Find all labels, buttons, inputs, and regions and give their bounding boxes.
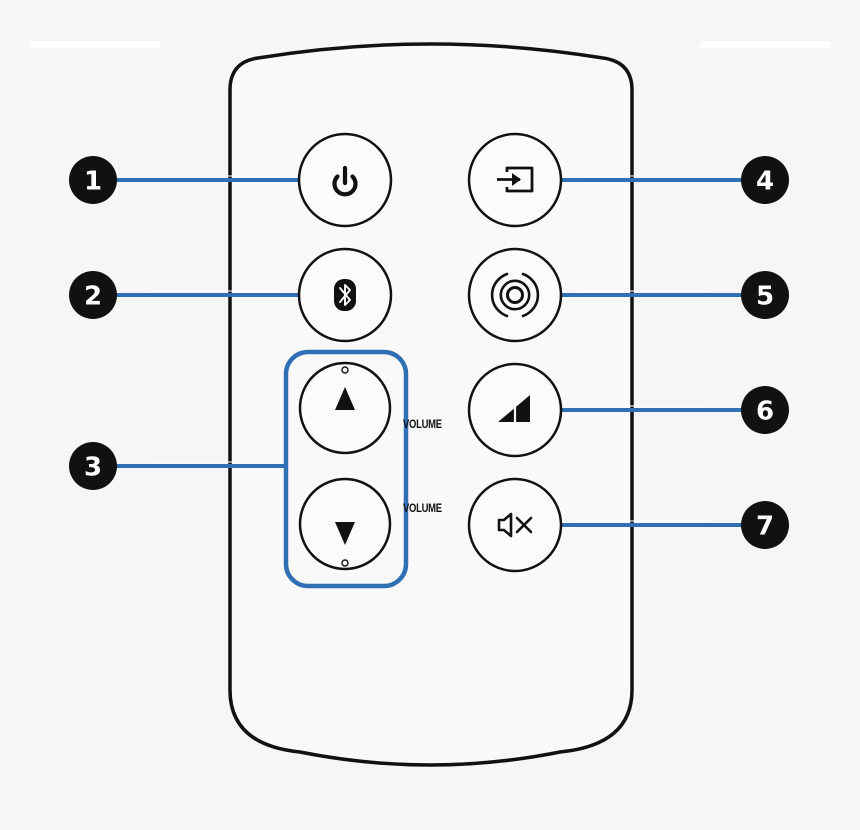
remote-body	[228, 42, 634, 767]
callout-number-3: 3	[84, 453, 102, 483]
signal-button[interactable]	[467, 362, 563, 458]
surround-button[interactable]	[467, 247, 563, 343]
decor-bar-right	[700, 41, 830, 48]
callout-badge-3: 3	[69, 442, 117, 490]
callout-badge-4: 4	[741, 156, 789, 204]
callout-number-5: 5	[756, 282, 774, 312]
volume-down-button[interactable]: VOLUME	[298, 477, 442, 571]
callout-number-7: 7	[756, 512, 774, 542]
mute-button[interactable]	[467, 477, 563, 573]
callout-number-4: 4	[756, 167, 774, 197]
bluetooth-button[interactable]	[297, 247, 393, 343]
power-icon	[332, 165, 358, 197]
callout-number-1: 1	[84, 167, 102, 197]
volume-down-label: VOLUME	[403, 502, 442, 515]
volume-up-button[interactable]: VOLUME	[298, 361, 442, 455]
input-button[interactable]	[467, 132, 563, 228]
callout-badge-5: 5	[741, 271, 789, 319]
triangle-up-icon	[335, 387, 355, 410]
callout-badge-7: 7	[741, 501, 789, 549]
triangle-down-icon	[335, 522, 355, 545]
input-source-icon	[497, 166, 534, 193]
callout-lines	[100, 178, 760, 527]
power-button[interactable]	[297, 132, 393, 228]
callout-number-2: 2	[84, 282, 102, 312]
callout-badge-1: 1	[69, 156, 117, 204]
volume-up-indicator-dot	[341, 366, 349, 374]
decor-bar-left	[30, 41, 160, 48]
surround-sound-icon	[490, 272, 540, 318]
callout-number-6: 6	[756, 397, 774, 427]
mute-icon	[497, 512, 533, 538]
volume-up-label: VOLUME	[403, 418, 442, 431]
bluetooth-icon	[334, 279, 356, 311]
callout-line-highlights	[150, 175, 710, 522]
callout-badge-2: 2	[69, 271, 117, 319]
volume-group-outline	[283, 349, 409, 589]
signal-strength-icon	[498, 395, 530, 423]
volume-down-indicator-dot	[341, 559, 349, 567]
callout-badge-6: 6	[741, 386, 789, 434]
